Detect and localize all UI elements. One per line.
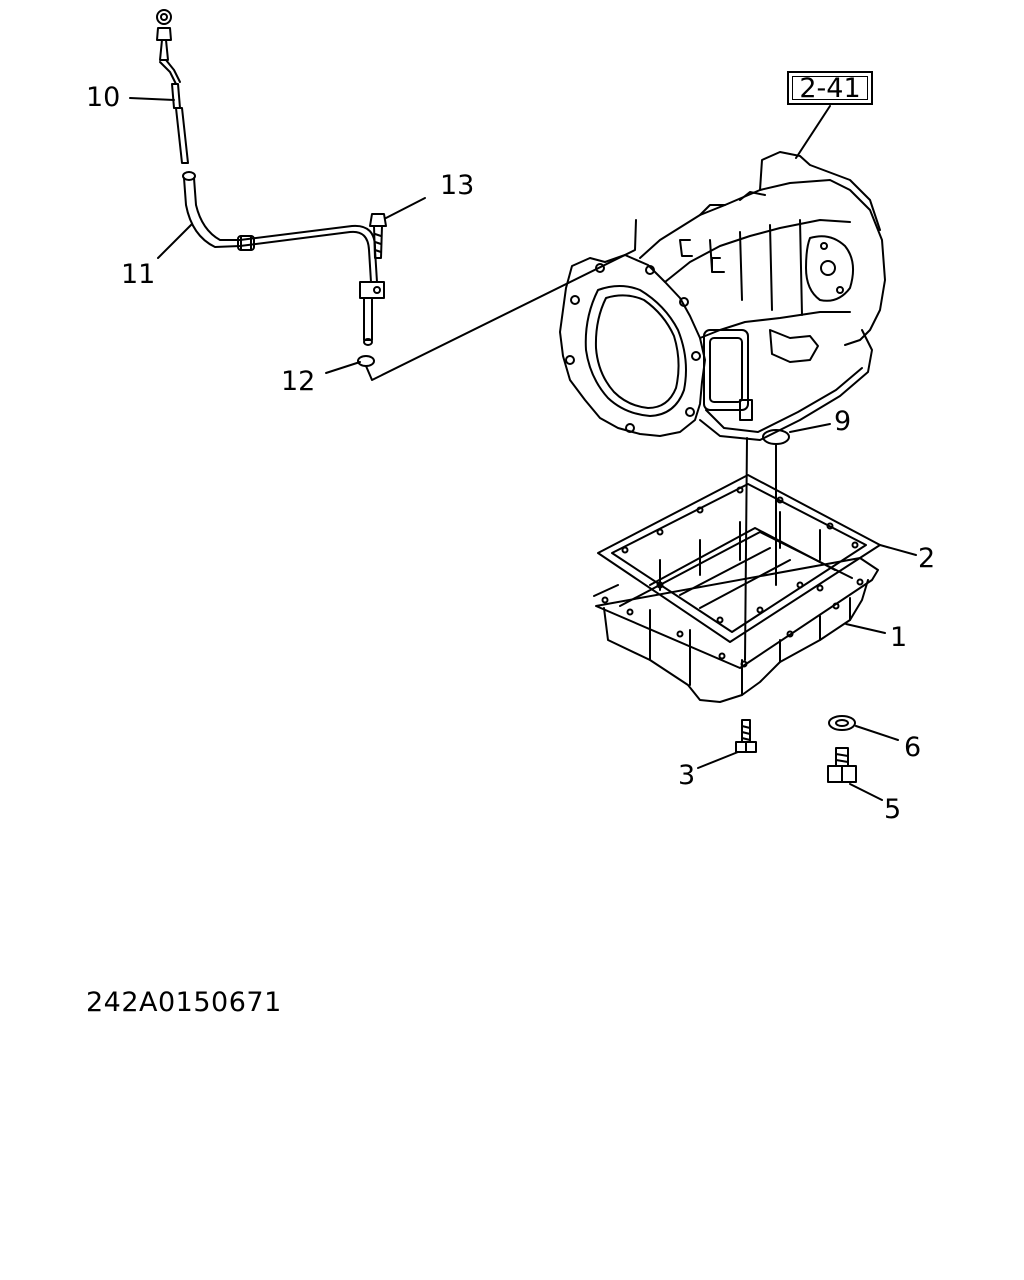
o-ring-12 [358, 356, 374, 366]
reference-box-2-41: 2-41 [787, 71, 873, 105]
callout-13: 13 [440, 170, 475, 201]
washer-6 [829, 716, 855, 730]
gasket [598, 475, 880, 642]
bolt-13 [370, 214, 386, 258]
leader-12 [326, 362, 360, 373]
callout-10: 10 [86, 82, 121, 113]
callout-9: 9 [834, 406, 852, 437]
drain-plug-5 [828, 748, 856, 782]
alignment-line-left [745, 438, 747, 660]
bolt-3 [736, 720, 756, 752]
drawing-number: 242A0150671 [86, 987, 282, 1018]
leader-10 [130, 98, 174, 100]
installation-line [366, 220, 636, 380]
leader-11 [158, 224, 192, 258]
leader-9 [790, 424, 830, 432]
leader-2-41 [796, 106, 830, 158]
callout-1: 1 [890, 622, 908, 653]
callout-3: 3 [678, 760, 696, 791]
callout-6: 6 [904, 732, 922, 763]
leader-2 [880, 545, 916, 555]
leader-1 [846, 624, 885, 633]
leader-3 [698, 752, 738, 768]
transmission-assembly [560, 152, 885, 440]
leader-6 [856, 726, 898, 740]
reference-box-label: 2-41 [799, 72, 861, 104]
callout-11: 11 [121, 259, 156, 290]
oil-pan [594, 512, 878, 702]
dipstick [157, 10, 188, 163]
leader-5 [850, 784, 882, 800]
leader-13 [386, 198, 425, 218]
dipstick-guide-tube [183, 172, 384, 345]
callout-5: 5 [884, 794, 902, 825]
callout-2: 2 [918, 543, 936, 574]
callout-12: 12 [281, 366, 316, 397]
